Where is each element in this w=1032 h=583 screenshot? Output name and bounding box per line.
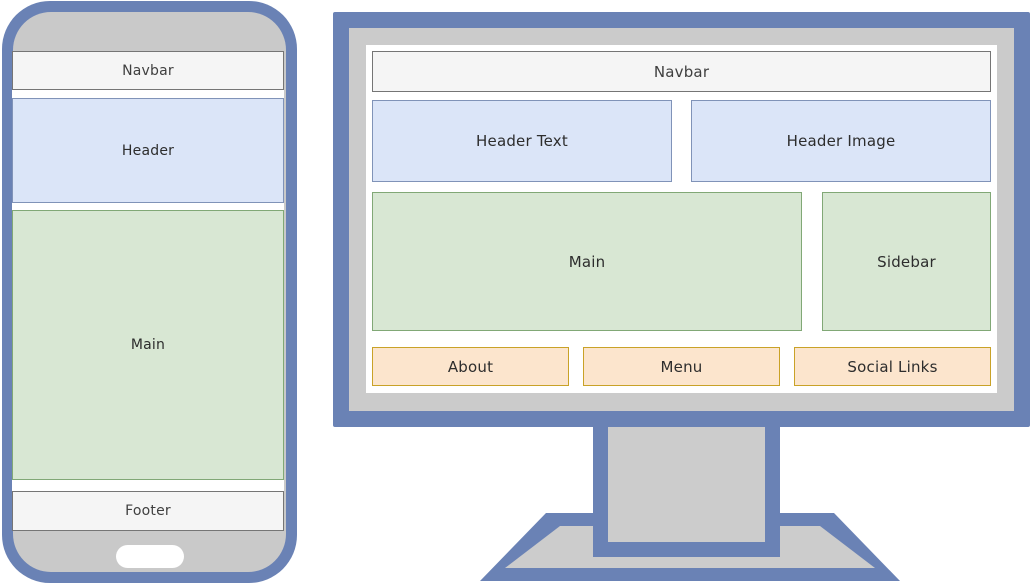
phone-header-block: Header [12, 98, 284, 203]
desktop-navbar-block: Navbar [372, 51, 991, 92]
desktop-sidebar-block: Sidebar [822, 192, 991, 331]
phone-main-block: Main [12, 210, 284, 480]
monitor-stand-neck [593, 420, 780, 557]
desktop-about-block: About [372, 347, 569, 386]
desktop-menu-block: Menu [583, 347, 780, 386]
phone-footer-block: Footer [12, 491, 284, 531]
desktop-header-image-block: Header Image [691, 100, 991, 182]
monitor-frame: Navbar Header Text Header Image Main Sid… [333, 12, 1030, 427]
desktop-main-block: Main [372, 192, 802, 331]
desktop-header-text-block: Header Text [372, 100, 672, 182]
phone-home-button [115, 545, 184, 568]
phone-device-frame: Navbar Header Main Footer [2, 1, 297, 583]
phone-navbar-block: Navbar [12, 51, 284, 90]
desktop-social-links-block: Social Links [794, 347, 991, 386]
monitor-stand-neck-fill [608, 420, 765, 542]
